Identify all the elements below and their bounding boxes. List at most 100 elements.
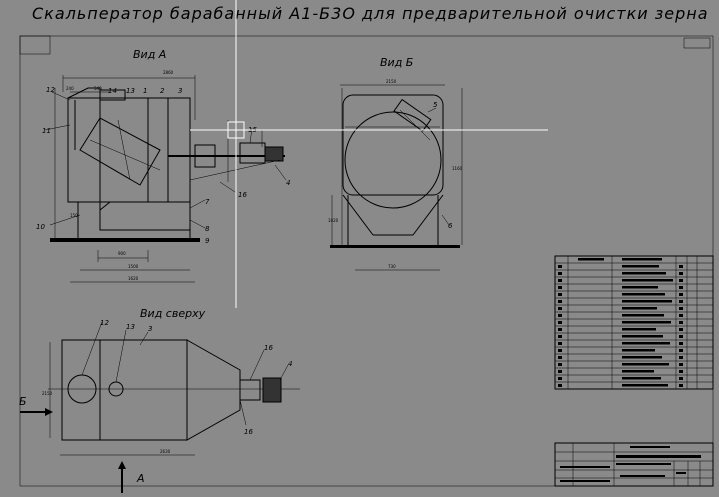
spec-row-name-mark: [622, 265, 659, 268]
svg-text:1160: 1160: [452, 166, 463, 171]
spec-row-name-mark: [622, 349, 655, 352]
drawing-title: Скальператор барабанный А1-Б3О для предв…: [32, 4, 709, 23]
view-a-label: Вид А: [133, 48, 166, 61]
spec-row-index-mark: [558, 370, 562, 373]
spec-row-qty-mark: [679, 293, 683, 296]
spec-row-qty-mark: [679, 377, 683, 380]
spec-row-index-mark: [558, 335, 562, 338]
front-base-plate: [50, 238, 200, 242]
spec-row-index-mark: [558, 328, 562, 331]
spec-row-qty-mark: [679, 356, 683, 359]
side-base-plate: [330, 245, 460, 248]
view-b-label: Вид Б: [380, 56, 413, 69]
svg-text:730: 730: [388, 264, 396, 269]
side-view: 2150 730 1160 1020: [328, 79, 463, 271]
title-block: [554, 442, 714, 487]
spec-row-index-mark: [558, 314, 562, 317]
callout-top-4: 4: [288, 360, 292, 368]
spec-header-mark: [578, 258, 604, 261]
front-view: 2860 900 1500 1620 240 540 150: [44, 70, 287, 283]
spec-row-name-mark: [622, 307, 657, 310]
arrow-b-label: Б: [19, 395, 27, 408]
spec-row-name-mark: [622, 328, 656, 331]
svg-text:150: 150: [70, 213, 78, 218]
spec-row-name-mark: [622, 342, 670, 345]
svg-text:2860: 2860: [163, 70, 174, 75]
svg-text:240: 240: [66, 86, 74, 91]
spec-row-index-mark: [558, 349, 562, 352]
spec-row-qty-mark: [679, 342, 683, 345]
callout-top-16a: 16: [264, 344, 273, 352]
callout-front-11: 11: [42, 127, 51, 135]
view-top-label: Вид сверху: [140, 307, 206, 320]
spec-row-index-mark: [558, 356, 562, 359]
spec-row-name-mark: [622, 377, 661, 380]
callout-top-13: 13: [126, 323, 135, 331]
spec-row-qty-mark: [679, 314, 683, 317]
spec-row-name-mark: [622, 363, 669, 366]
callout-front-13: 13: [126, 87, 135, 95]
spec-row-index-mark: [558, 272, 562, 275]
spec-row-index-mark: [558, 293, 562, 296]
callout-front-10: 10: [36, 223, 45, 231]
svg-text:2150: 2150: [386, 79, 397, 84]
spec-row-index-mark: [558, 300, 562, 303]
spec-row-qty-mark: [679, 300, 683, 303]
spec-row-name-mark: [622, 279, 673, 282]
callout-side-6: 6: [448, 222, 453, 230]
spec-row-index-mark: [558, 307, 562, 310]
spec-row-name-mark: [622, 356, 662, 359]
spec-row-name-mark: [622, 370, 654, 373]
spec-row-qty-mark: [679, 328, 683, 331]
callout-front-9: 9: [205, 237, 210, 245]
spec-row-qty-mark: [679, 321, 683, 324]
spec-row-qty-mark: [679, 363, 683, 366]
spec-row-index-mark: [558, 363, 562, 366]
callout-front-2: 2: [160, 87, 165, 95]
spec-row-index-mark: [558, 384, 562, 387]
spec-row-qty-mark: [679, 272, 683, 275]
top-view: 2150 2630: [20, 321, 300, 493]
spec-row-qty-mark: [679, 307, 683, 310]
spec-row-index-mark: [558, 286, 562, 289]
svg-text:2630: 2630: [160, 449, 171, 454]
callout-front-1: 1: [143, 87, 147, 95]
callout-top-3: 3: [148, 325, 152, 333]
callout-front-14: 14: [108, 87, 117, 95]
spec-row-index-mark: [558, 279, 562, 282]
callout-side-5: 5: [433, 101, 438, 109]
callout-front-7: 7: [205, 198, 210, 206]
callout-front-8: 8: [205, 225, 210, 233]
callout-front-3: 3: [178, 87, 182, 95]
callout-front-16: 16: [238, 191, 247, 199]
frame-corner-stamp: [19, 35, 51, 55]
spec-row-index-mark: [558, 342, 562, 345]
specification-table: [554, 255, 714, 390]
spec-row-name-mark: [622, 321, 671, 324]
spec-table-frame: [554, 255, 714, 390]
svg-text:540: 540: [94, 86, 102, 91]
cad-crosshair-cursor: [190, 0, 548, 308]
spec-row-name-mark: [622, 335, 663, 338]
callout-front-4: 4: [286, 179, 290, 187]
spec-row-qty-mark: [679, 335, 683, 338]
spec-row-qty-mark: [679, 384, 683, 387]
spec-row-index-mark: [558, 321, 562, 324]
arrow-a-label: А: [136, 472, 145, 485]
spec-row-qty-mark: [679, 265, 683, 268]
svg-text:1620: 1620: [128, 276, 139, 281]
spec-row-name-mark: [622, 314, 664, 317]
svg-text:1500: 1500: [128, 264, 139, 269]
spec-row-name-mark: [622, 384, 668, 387]
spec-row-name-mark: [622, 300, 672, 303]
spec-row-qty-mark: [679, 286, 683, 289]
spec-row-name-mark: [622, 293, 665, 296]
svg-text:2150: 2150: [42, 391, 53, 396]
callout-top-12: 12: [100, 319, 109, 327]
spec-row-qty-mark: [679, 279, 683, 282]
spec-row-name-mark: [622, 272, 666, 275]
callout-top-16b: 16: [244, 428, 253, 436]
callout-front-12: 12: [46, 86, 55, 94]
spec-row-index-mark: [558, 377, 562, 380]
